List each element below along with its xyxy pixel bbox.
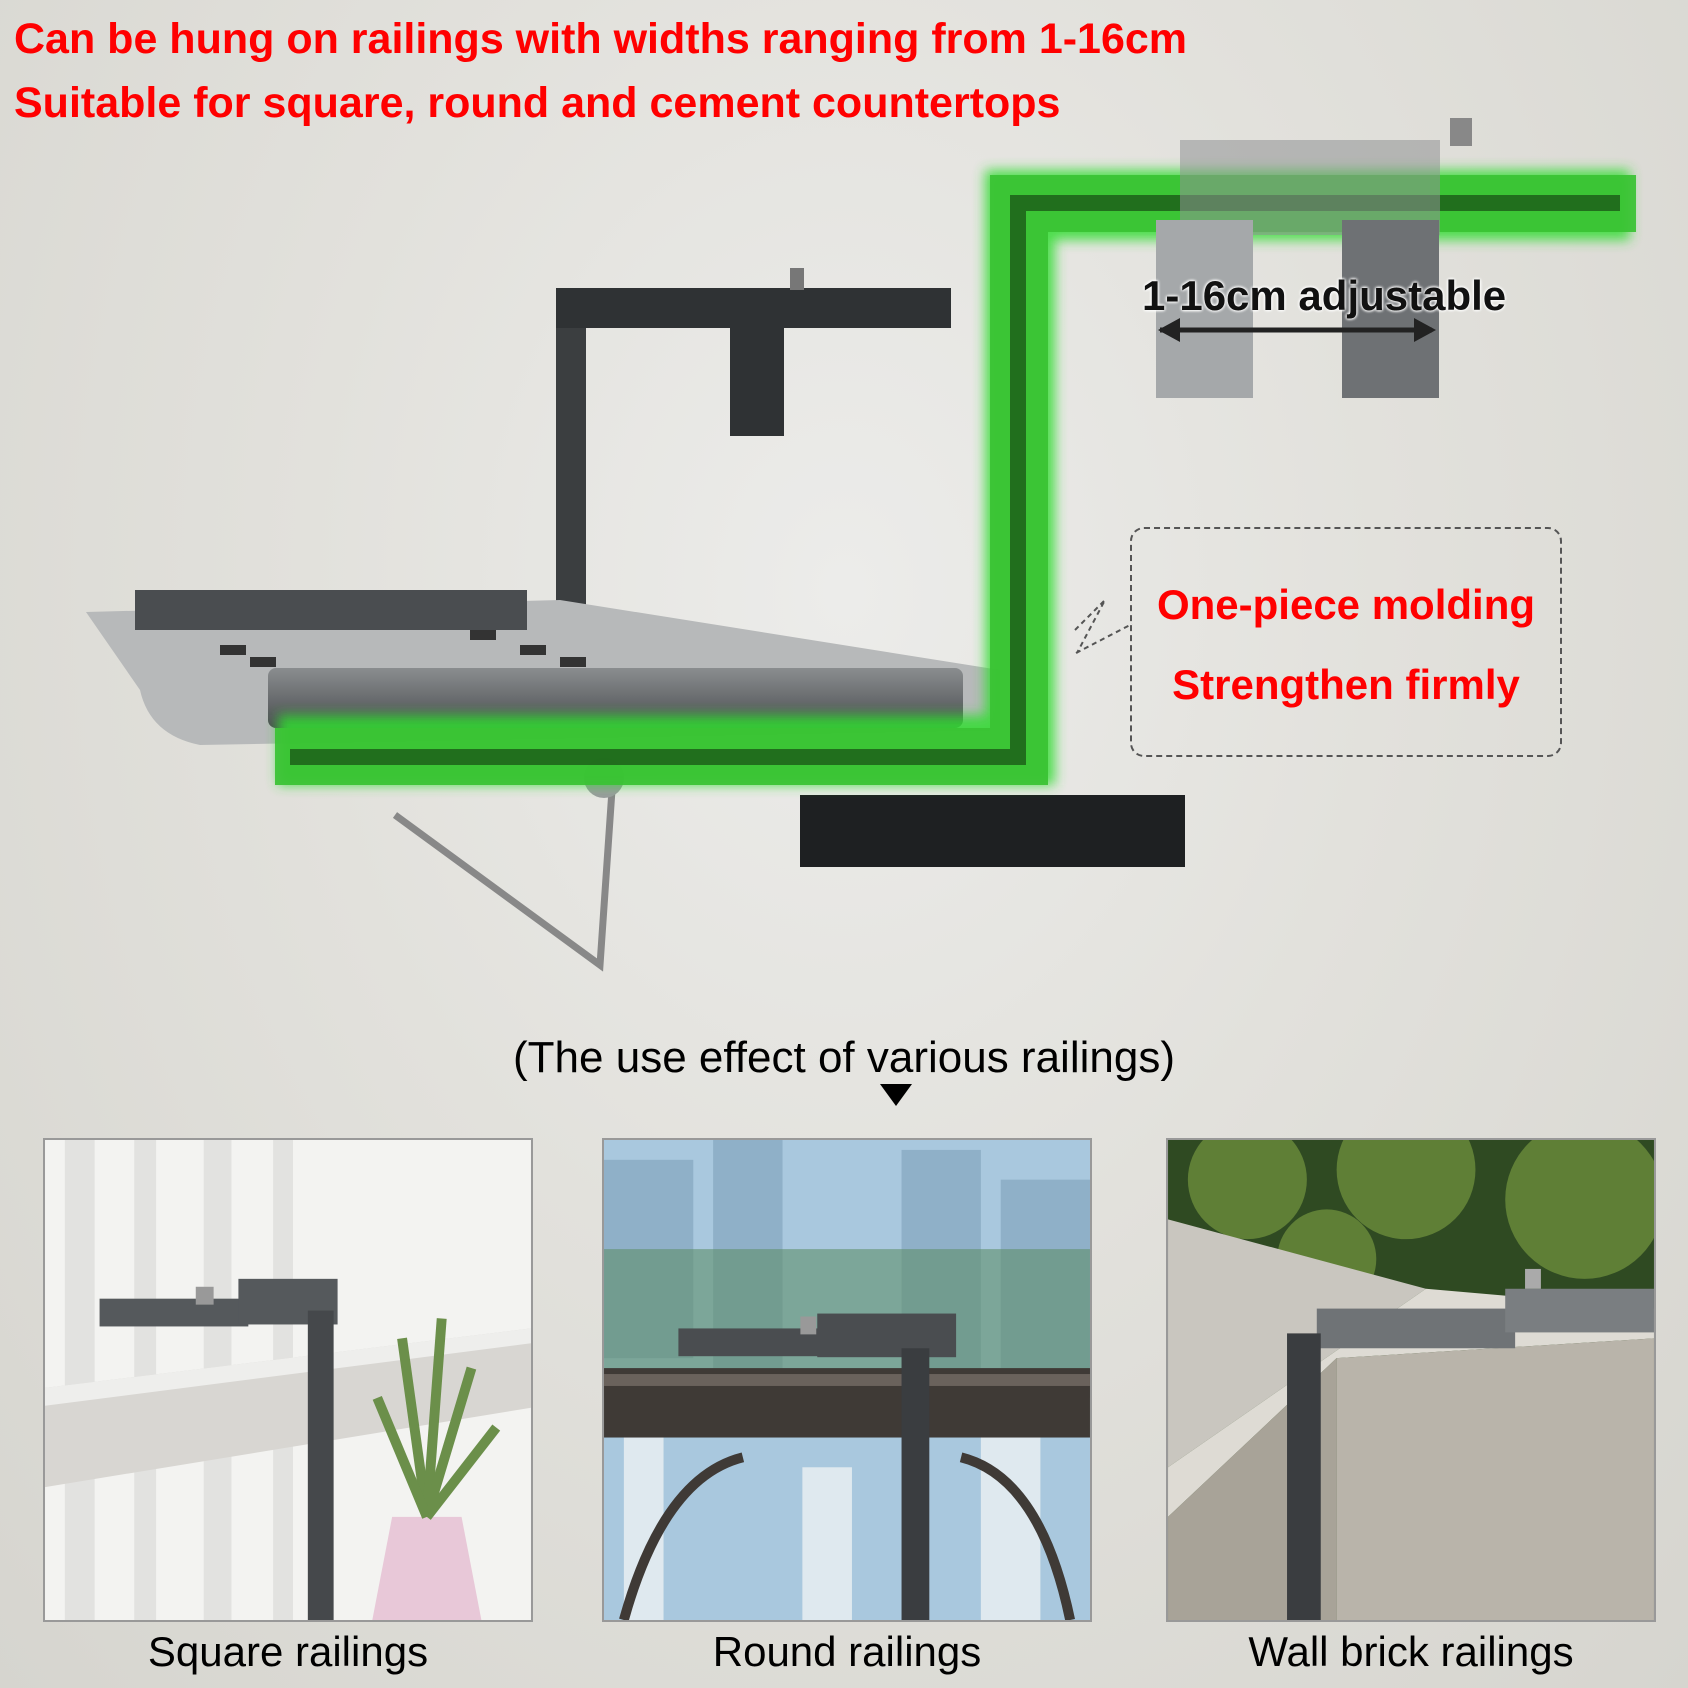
square-railing-illustration xyxy=(45,1140,531,1620)
label-wall-brick-railings: Wall brick railings xyxy=(1248,1628,1574,1675)
adjustable-clamp xyxy=(1156,118,1472,398)
wall-brick-railing-illustration xyxy=(1168,1140,1654,1620)
photo-square-railing xyxy=(43,1138,533,1622)
down-arrow-icon xyxy=(880,1084,912,1106)
label-round-railings: Round railings xyxy=(712,1628,982,1675)
adjustable-width-label: 1-16cm adjustable xyxy=(1142,272,1507,319)
label-square-railings: Square railings xyxy=(147,1628,429,1675)
rear-bracket xyxy=(556,268,951,608)
bracket-diagram xyxy=(86,118,1636,972)
headline-countertops: Suitable for square, round and cement co… xyxy=(14,79,1061,127)
photo-wall-brick-railing xyxy=(1166,1138,1656,1622)
photo-round-railing xyxy=(602,1138,1092,1622)
callout-line-strength: Strengthen firmly xyxy=(1172,661,1520,708)
railings-caption: (The use effect of various railings) xyxy=(513,1033,1175,1082)
feature-callout: One-piece molding Strengthen firmly xyxy=(1130,527,1562,757)
callout-line-molding: One-piece molding xyxy=(1156,581,1536,628)
headline-railing-width: Can be hung on railings with widths rang… xyxy=(14,15,1188,63)
round-railing-illustration xyxy=(604,1140,1090,1620)
tray-shelf xyxy=(86,590,1185,972)
